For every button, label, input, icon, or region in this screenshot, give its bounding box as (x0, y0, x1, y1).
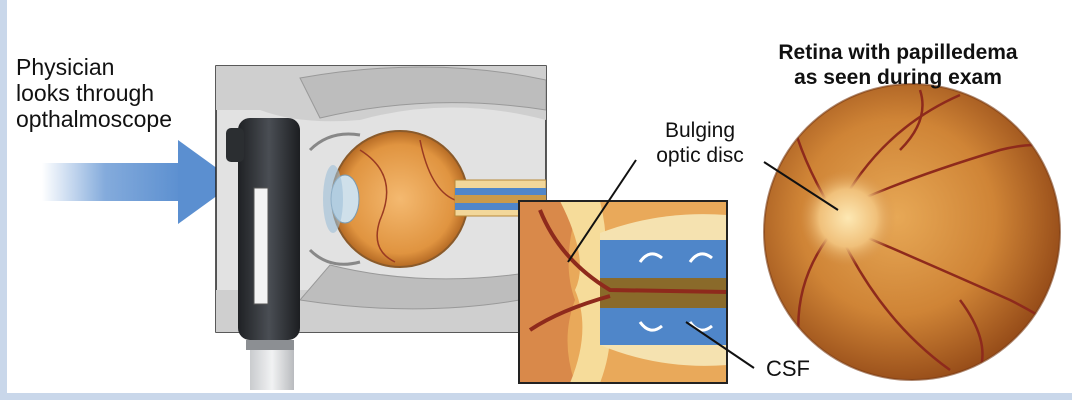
physician-line-2: looks through (16, 80, 155, 106)
blue-arrow (42, 140, 236, 224)
bulging-line-1: Bulging (664, 119, 736, 142)
physician-line-1: Physician (16, 54, 115, 80)
bulging-optic-disc-label: Bulging optic disc (630, 118, 770, 168)
csf-label: CSF (766, 356, 810, 381)
bulging-leader-line-fundus (763, 161, 839, 211)
csf-leader-line (685, 321, 755, 369)
ophthalmoscope (226, 118, 300, 390)
retina-fundus (763, 83, 1061, 381)
bulging-leader-line (567, 159, 637, 263)
optic-disc-inset (518, 200, 728, 384)
physician-line-3: opthalmoscope (16, 106, 172, 132)
retina-title: Retina with papilledema as seen during e… (728, 40, 1068, 90)
retina-title-line-1: Retina with papilledema (778, 41, 1018, 64)
bulging-line-2: optic disc (656, 144, 744, 167)
left-frame-bar (0, 0, 7, 400)
physician-caption: Physician looks through opthalmoscope (16, 54, 216, 132)
bottom-frame-bar (0, 393, 1072, 400)
retina-title-line-2: as seen during exam (794, 66, 1002, 89)
